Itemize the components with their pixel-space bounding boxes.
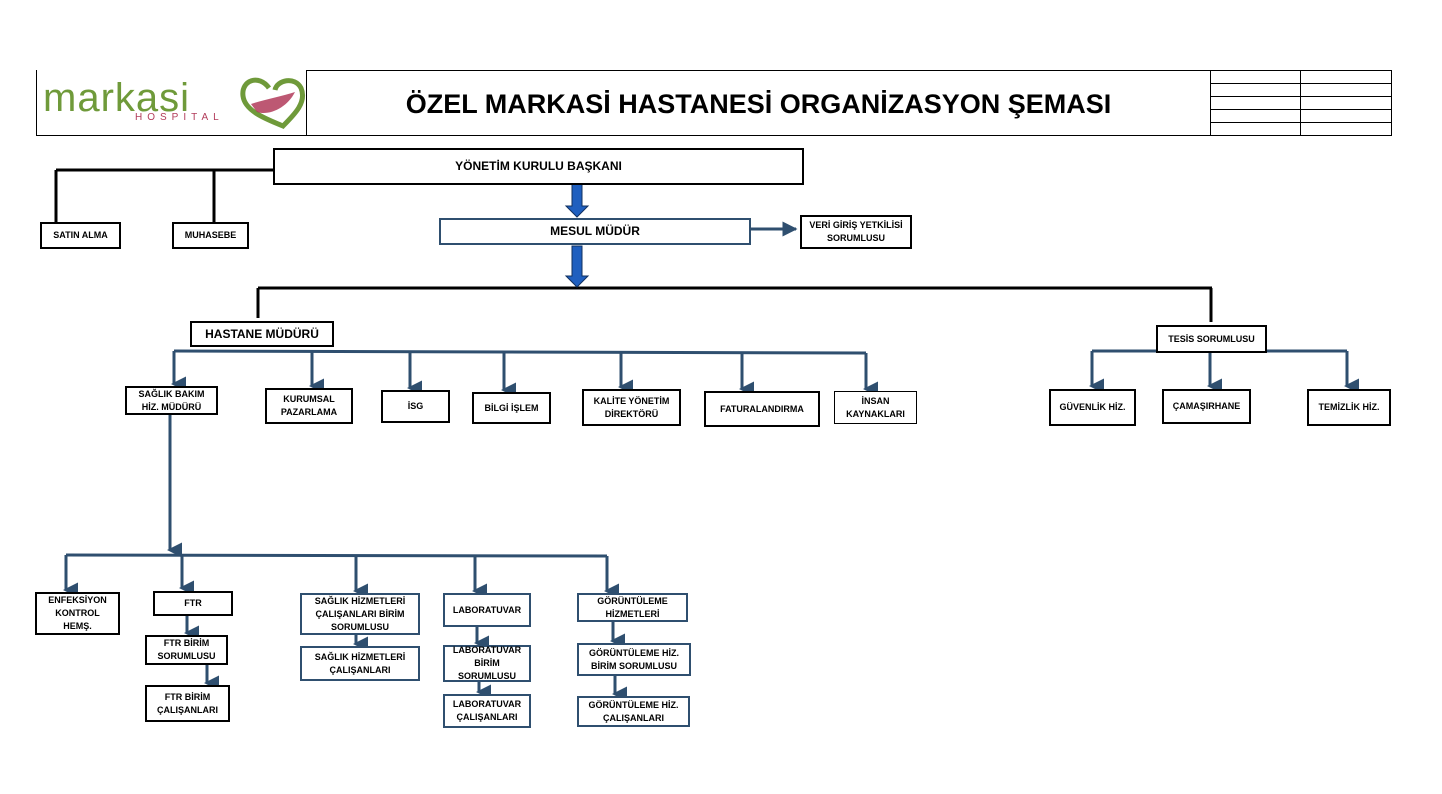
node-saglik-bakim: SAĞLIK BAKIM HİZ. MÜDÜRÜ: [125, 386, 218, 415]
node-yonetim-kurulu-baskani: YÖNETİM KURULU BAŞKANI: [273, 148, 804, 185]
grid-cell: [1211, 71, 1301, 84]
node-goruntuleme-calisanlari: GÖRÜNTÜLEME HİZ. ÇALIŞANLARI: [577, 696, 690, 727]
grid-cell: [1301, 97, 1391, 110]
grid-cell: [1211, 97, 1301, 110]
document-info-grid: [1210, 70, 1392, 136]
node-goruntuleme: GÖRÜNTÜLEME HİZMETLERİ: [577, 593, 688, 622]
node-sh-calisanlari: SAĞLIK HİZMETLERİ ÇALIŞANLARI: [300, 646, 420, 681]
node-kalite-yonetim: KALİTE YÖNETİM DİREKTÖRÜ: [582, 389, 681, 426]
heart-logo-icon: [240, 77, 305, 129]
node-bilgi-islem: BİLGİ İŞLEM: [472, 392, 551, 424]
node-isg: İSG: [381, 390, 450, 423]
node-goruntuleme-birim: GÖRÜNTÜLEME HİZ. BİRİM SORUMLUSU: [577, 643, 691, 676]
node-muhasebe: MUHASEBE: [172, 222, 249, 249]
grid-cell: [1301, 110, 1391, 123]
node-insan-kaynaklari: İNSAN KAYNAKLARI: [834, 391, 917, 424]
node-hastane-muduru: HASTANE MÜDÜRÜ: [190, 321, 334, 347]
grid-cell: [1211, 110, 1301, 123]
grid-cell: [1211, 123, 1301, 135]
node-lab-birim: LABORATUVAR BİRİM SORUMLUSU: [443, 645, 531, 682]
node-mesul-mudur: MESUL MÜDÜR: [439, 218, 751, 245]
title-box: ÖZEL MARKASİ HASTANESİ ORGANİZASYON ŞEMA…: [306, 70, 1211, 136]
node-veri-giris: VERİ GİRİŞ YETKİLİSİ SORUMLUSU: [800, 215, 912, 249]
node-lab-calisanlari: LABORATUVAR ÇALIŞANLARI: [443, 694, 531, 728]
node-ftr: FTR: [153, 591, 233, 616]
grid-cell: [1301, 71, 1391, 84]
node-camasirhane: ÇAMAŞIRHANE: [1162, 389, 1251, 424]
node-kurumsal-pazarlama: KURUMSAL PAZARLAMA: [265, 388, 353, 424]
node-satin-alma: SATIN ALMA: [40, 222, 121, 249]
hospital-logo: markasi HOSPITAL: [36, 70, 307, 136]
logo-subtitle: HOSPITAL: [135, 112, 224, 123]
page-title: ÖZEL MARKASİ HASTANESİ ORGANİZASYON ŞEMA…: [405, 89, 1112, 119]
node-sh-birim-sorumlusu: SAĞLIK HİZMETLERİ ÇALIŞANLARI BİRİM SORU…: [300, 593, 420, 635]
node-ftr-birim: FTR BİRİM SORUMLUSU: [145, 635, 228, 665]
node-guvenlik: GÜVENLİK HİZ.: [1049, 389, 1136, 426]
node-temizlik: TEMİZLİK HİZ.: [1307, 389, 1391, 426]
node-ftr-calisanlari: FTR BİRİM ÇALIŞANLARI: [145, 685, 230, 722]
grid-cell: [1301, 84, 1391, 97]
grid-cell: [1211, 84, 1301, 97]
node-enfeksiyon: ENFEKSİYON KONTROL HEMŞ.: [35, 592, 120, 635]
node-tesis-sorumlusu: TESİS SORUMLUSU: [1156, 325, 1267, 353]
node-faturalandirma: FATURALANDIRMA: [704, 391, 820, 427]
logo-wordmark: markasi: [43, 76, 191, 120]
node-laboratuvar: LABORATUVAR: [443, 593, 531, 627]
